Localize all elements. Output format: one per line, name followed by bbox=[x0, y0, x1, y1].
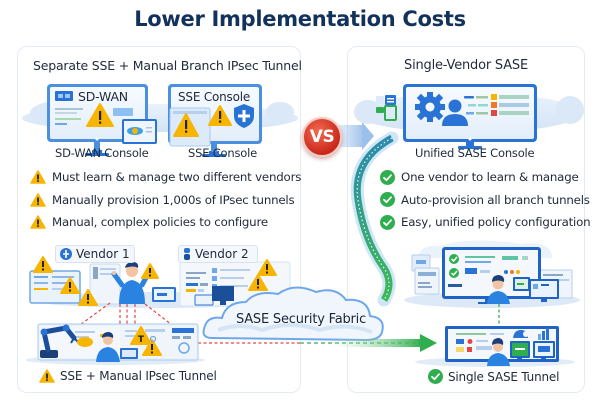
left-footer: SSE + Manual IPsec Tunnel bbox=[39, 369, 217, 383]
left-bullet-item: Manually provision 1,000s of IPsec tunne… bbox=[30, 189, 301, 212]
laptop-eye-icon bbox=[122, 119, 157, 144]
sase-tunnel-curve bbox=[350, 131, 399, 307]
vs-badge: VS bbox=[302, 117, 342, 157]
user-icon bbox=[442, 99, 468, 126]
vendor-1-logo-icon bbox=[60, 248, 72, 260]
sase-tunnel-arrow bbox=[300, 334, 437, 352]
gear-icon bbox=[415, 92, 445, 122]
check-circle-icon bbox=[380, 169, 395, 185]
branch-person-icon bbox=[96, 332, 138, 362]
vendor-scene bbox=[29, 256, 291, 308]
check-circle-icon bbox=[428, 369, 443, 384]
vs-arrow-head bbox=[362, 122, 374, 150]
branch-warning-icons: T bbox=[130, 326, 162, 356]
page-title: Lower Implementation Costs bbox=[134, 7, 466, 31]
sse-warning-icon-2 bbox=[208, 105, 232, 126]
right-bullet-list: One vendor to learn & manage Auto-provis… bbox=[380, 166, 591, 234]
right-footer: Single SASE Tunnel bbox=[428, 369, 559, 384]
svg-text:T: T bbox=[138, 335, 145, 345]
right-person-icon bbox=[487, 275, 510, 304]
left-bullet-item: Must learn & manage two different vendor… bbox=[30, 166, 301, 189]
warning-icon bbox=[30, 193, 46, 207]
manual-tunnel-dashed-lines bbox=[79, 302, 300, 344]
left-panel-title: Separate SSE + Manual Branch IPsec Tunne… bbox=[33, 58, 302, 73]
robot-arm-icon bbox=[40, 324, 79, 358]
sdwan-warning-icon bbox=[86, 103, 114, 127]
right-footer-text: Single SASE Tunnel bbox=[448, 369, 560, 384]
sse-warning-icon-1 bbox=[173, 113, 199, 137]
left-bullet-item: Manual, complex policies to configure bbox=[30, 211, 301, 234]
vendor-1-label: Vendor 1 bbox=[76, 247, 130, 261]
sse-console-caption: SSE Console bbox=[188, 146, 257, 160]
right-bullet-item: Easy, unified policy configuration bbox=[380, 211, 591, 234]
right-bullet-item: Auto-provision all branch tunnels bbox=[380, 189, 590, 212]
right-bullet-text: Auto-provision all branch tunnels bbox=[401, 192, 590, 207]
sase-cloud-label: SASE Security Fabric bbox=[235, 312, 367, 327]
left-bullet-text: Must learn & manage two different vendor… bbox=[52, 170, 302, 185]
left-bullet-text: Manual, complex policies to configure bbox=[52, 215, 268, 230]
sdwan-screen-label: SD-WAN bbox=[78, 89, 128, 104]
left-footer-text: SSE + Manual IPsec Tunnel bbox=[60, 369, 217, 383]
branch-scene-left: T bbox=[25, 323, 205, 365]
right-bottom-person-icon bbox=[487, 338, 510, 366]
branch-scene-right-bottom bbox=[415, 326, 575, 367]
right-panel-title-wrap: Single-Vendor SASE bbox=[347, 0, 585, 80]
shield-icon bbox=[234, 104, 254, 128]
check-circle-icon bbox=[380, 192, 395, 208]
left-bullet-text: Manually provision 1,000s of IPsec tunne… bbox=[52, 192, 295, 207]
vendor-2-logo-icon bbox=[184, 248, 190, 260]
vendor-1-tag: Vendor 1 bbox=[55, 245, 135, 263]
scene-warning-icons bbox=[33, 256, 277, 306]
warning-icon bbox=[30, 170, 46, 184]
console-list bbox=[464, 94, 529, 116]
sdwan-console-caption: SD-WAN Console bbox=[55, 146, 149, 160]
branch-scene-right-top bbox=[404, 240, 580, 308]
warning-icon bbox=[39, 369, 55, 383]
right-bullet-text: Easy, unified policy configuration bbox=[401, 215, 591, 230]
sase-cloud bbox=[202, 286, 384, 342]
app-tiles-icon bbox=[376, 95, 397, 121]
vendor-2-tag: Vendor 2 bbox=[178, 245, 258, 263]
right-bullet-text: One vendor to learn & manage bbox=[401, 170, 579, 185]
vendor-2-label: Vendor 2 bbox=[195, 247, 249, 261]
right-bullet-item: One vendor to learn & manage bbox=[380, 166, 590, 189]
left-bullet-list: Must learn & manage two different vendor… bbox=[30, 166, 301, 234]
person-icon bbox=[111, 262, 151, 304]
warning-icon bbox=[30, 215, 46, 229]
unified-console-caption: Unified SASE Console bbox=[415, 146, 535, 160]
sse-screen-label: SSE Console bbox=[178, 90, 251, 104]
right-panel-title: Single-Vendor SASE bbox=[404, 58, 528, 73]
check-circle-icon bbox=[380, 214, 395, 230]
